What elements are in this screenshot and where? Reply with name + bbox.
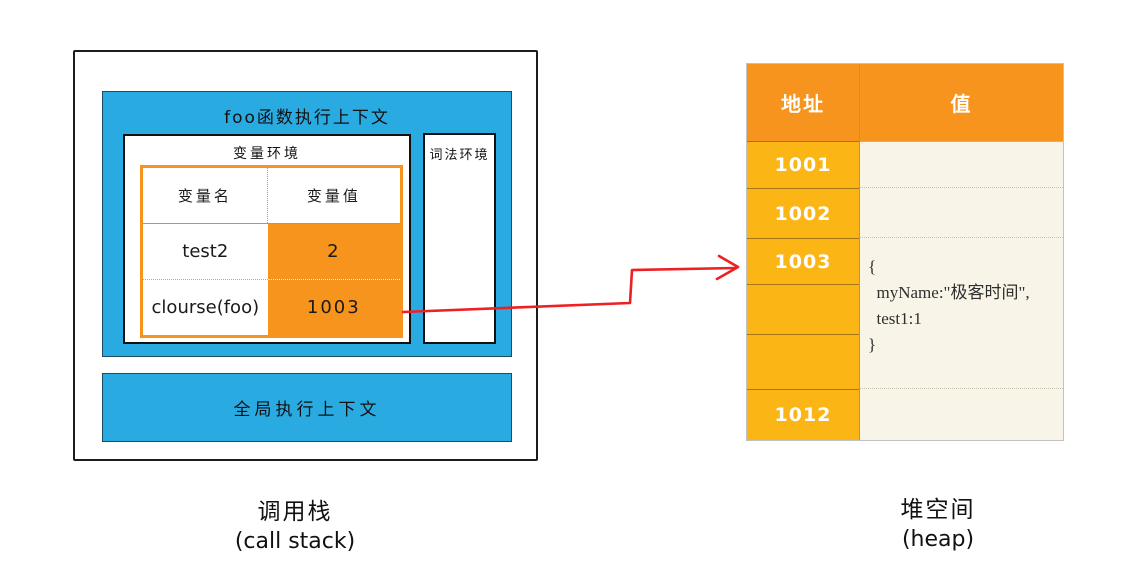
variable-name-cell: clourse(foo) <box>151 296 260 318</box>
variable-name-header: 变量名 <box>143 168 268 224</box>
table-row: clourse(foo) 1003 <box>143 279 400 335</box>
heap-caption-en: (heap) <box>901 527 975 552</box>
variable-value-cell-1003: 1003 <box>267 279 400 335</box>
heap-caption: 堆空间 (heap) <box>808 490 1068 552</box>
foo-context-title: foo函数执行上下文 <box>224 108 390 128</box>
call-stack-box: foo函数执行上下文 变量环境 变量名 变量值 test2 2 clourse(… <box>73 50 538 461</box>
lexical-environment: 词法环境 <box>423 133 496 344</box>
global-execution-context: 全局执行上下文 <box>102 373 512 442</box>
heap-address-1003: 1003 <box>747 238 859 284</box>
heap-table: 地址 1001 1002 1003 1012 值 { myName:"极客时间"… <box>746 63 1064 441</box>
call-stack-caption: 调用栈 (call stack) <box>65 492 525 554</box>
heap-object-literal: { myName:"极客时间", test1:1 } <box>868 257 1030 354</box>
variable-environment-title: 变量环境 <box>233 146 301 162</box>
heap-address-empty <box>747 284 859 334</box>
heap-address-header: 地址 <box>747 64 859 141</box>
heap-address-column: 地址 1001 1002 1003 1012 <box>747 64 859 440</box>
foo-execution-context: foo函数执行上下文 变量环境 变量名 变量值 test2 2 clourse(… <box>102 91 512 357</box>
variable-environment: 变量环境 变量名 变量值 test2 2 clourse(foo) 1003 <box>123 134 411 344</box>
heap-caption-zh: 堆空间 <box>900 497 976 523</box>
heap-address-1001: 1001 <box>747 141 859 188</box>
variable-name-cell: test2 <box>143 224 268 280</box>
heap-value-header: 值 <box>860 64 1063 141</box>
variable-table: 变量名 变量值 test2 2 clourse(foo) 1003 <box>140 165 403 338</box>
heap-value-cell <box>860 389 1063 440</box>
lexical-environment-title: 词法环境 <box>429 148 490 163</box>
arrow-head <box>715 254 740 281</box>
variable-value-cell: 2 <box>267 224 400 280</box>
heap-value-column: 值 { myName:"极客时间", test1:1 } <box>859 64 1063 440</box>
call-stack-caption-en: (call stack) <box>234 529 356 554</box>
variable-table-header-row: 变量名 变量值 <box>143 168 400 225</box>
heap-address-1012: 1012 <box>747 389 859 440</box>
call-stack-caption-zh: 调用栈 <box>257 499 333 525</box>
heap-address-empty <box>747 334 859 389</box>
heap-value-cell <box>860 188 1063 238</box>
global-context-title: 全局执行上下文 <box>233 400 381 420</box>
table-row: test2 2 <box>143 224 400 280</box>
heap-object-cell: { myName:"极客时间", test1:1 } <box>860 238 1063 389</box>
heap-value-cell <box>860 141 1063 188</box>
variable-value-header: 变量值 <box>306 187 361 206</box>
heap-address-1002: 1002 <box>747 188 859 238</box>
